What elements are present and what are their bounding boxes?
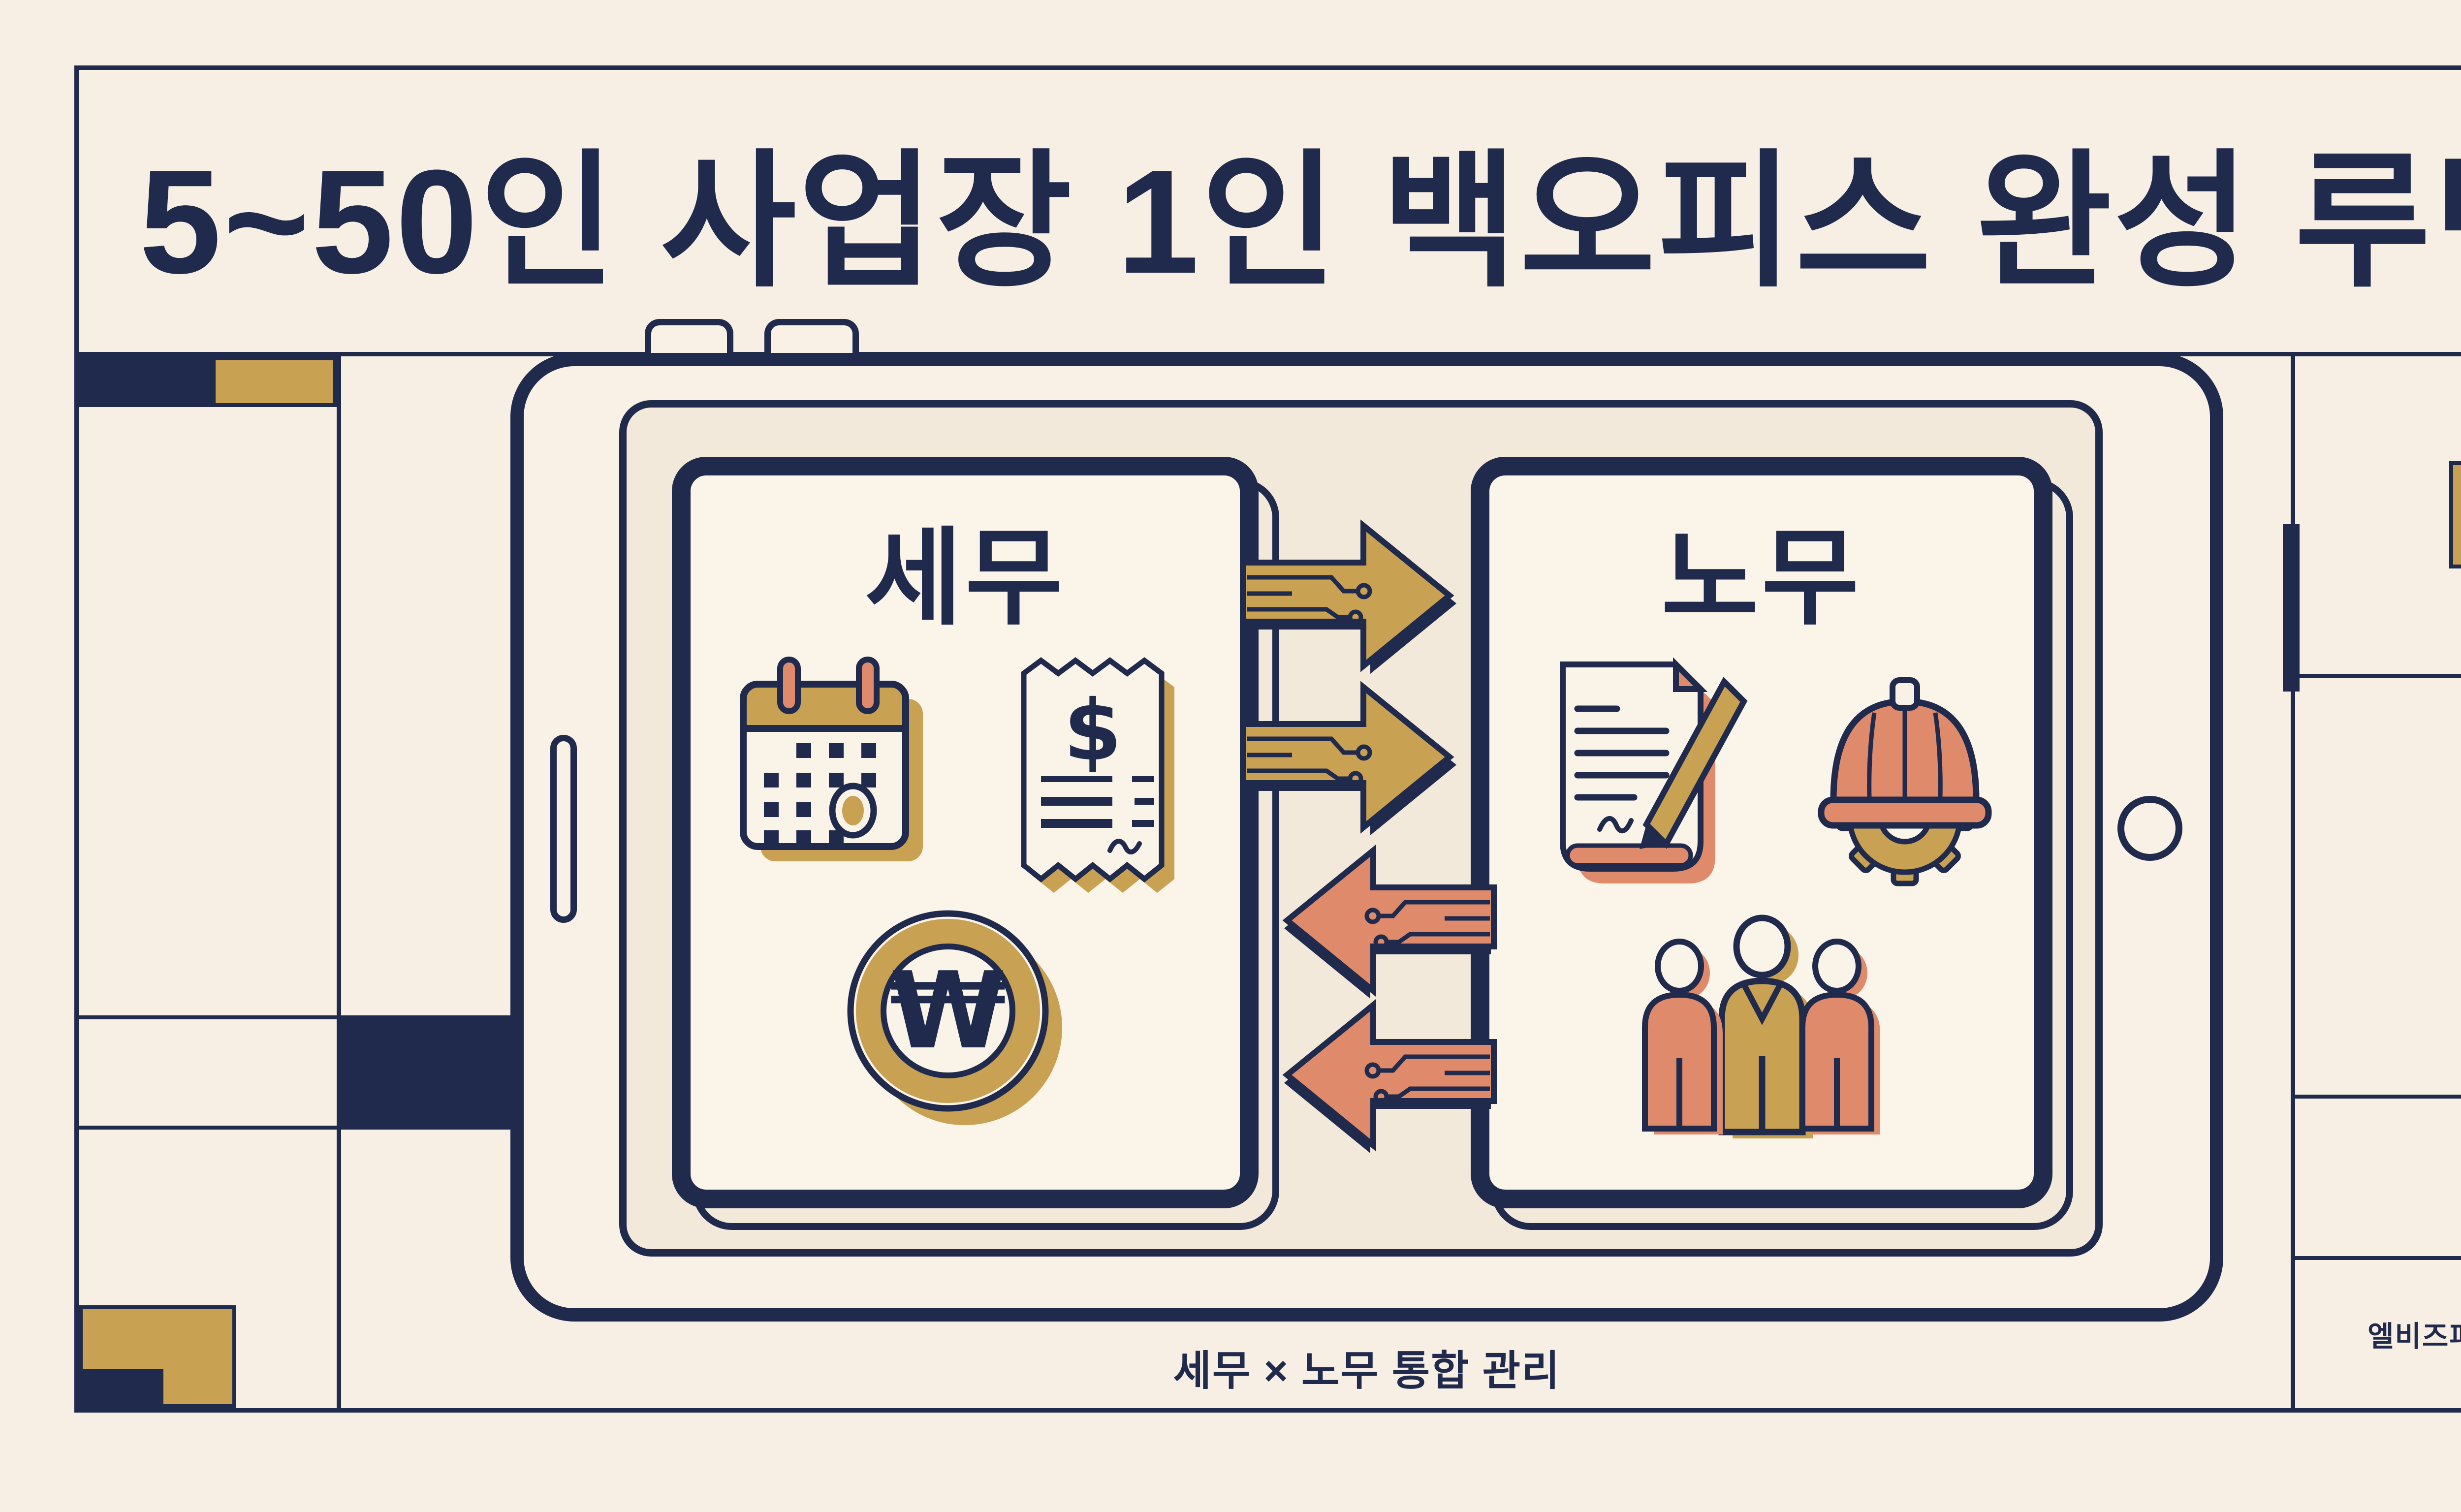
right-line-2 [2295,1095,2461,1099]
won-coin-icon: ₩ [847,910,1062,1125]
right-gold-block [2449,461,2461,568]
left-top-gold-block [212,356,337,407]
tablet-side-button [550,735,577,923]
employee-center [1718,914,1813,1138]
labor-panel-label: 노무 [1661,519,1862,637]
right-column-line [2291,352,2295,1413]
bottom-left-navy-block [79,1369,163,1408]
camera-icon [2117,796,2182,861]
arrow-right-icon [1240,519,1456,674]
left-navy-bar [341,1015,523,1130]
receipt-icon: $ [1021,657,1174,893]
won-symbol: ₩ [889,949,1006,1072]
hardhat-gear-icon [1818,677,1992,886]
left-band-bottom-line [79,1126,337,1130]
right-line-1 [2295,674,2461,678]
left-top-navy-block [79,356,212,407]
brand-logo-text: 엘비즈파트너스 [2367,1321,2461,1353]
arrow-right-icon [1240,681,1456,835]
right-line-3 [2295,1256,2461,1260]
left-band-top-line [79,1015,337,1019]
dollar-symbol: $ [1064,682,1122,780]
right-line-thick-segment [2283,524,2300,692]
title-band: 5~50인 사업장 1인 백오피스 완성 루틴 [74,65,2461,352]
employees-icon [1642,914,1880,1138]
left-column-line [337,352,341,1413]
employee-left [1642,939,1723,1134]
employee-right [1799,939,1880,1134]
arrow-left-icon [1282,999,1497,1153]
outer-frame [74,65,2461,1413]
calendar-icon [740,657,923,861]
tax-panel-label: 세무 [865,519,1066,637]
page-title: 5~50인 사업장 1인 백오피스 완성 루틴 [139,139,2461,304]
brand-cell: 엘비즈파트너스 [2295,1260,2461,1408]
contract-pen-icon [1560,657,1748,883]
arrow-left-icon [1282,844,1497,999]
footer-tagline: 세무 × 노무 통합 관리 [1173,1348,1561,1394]
